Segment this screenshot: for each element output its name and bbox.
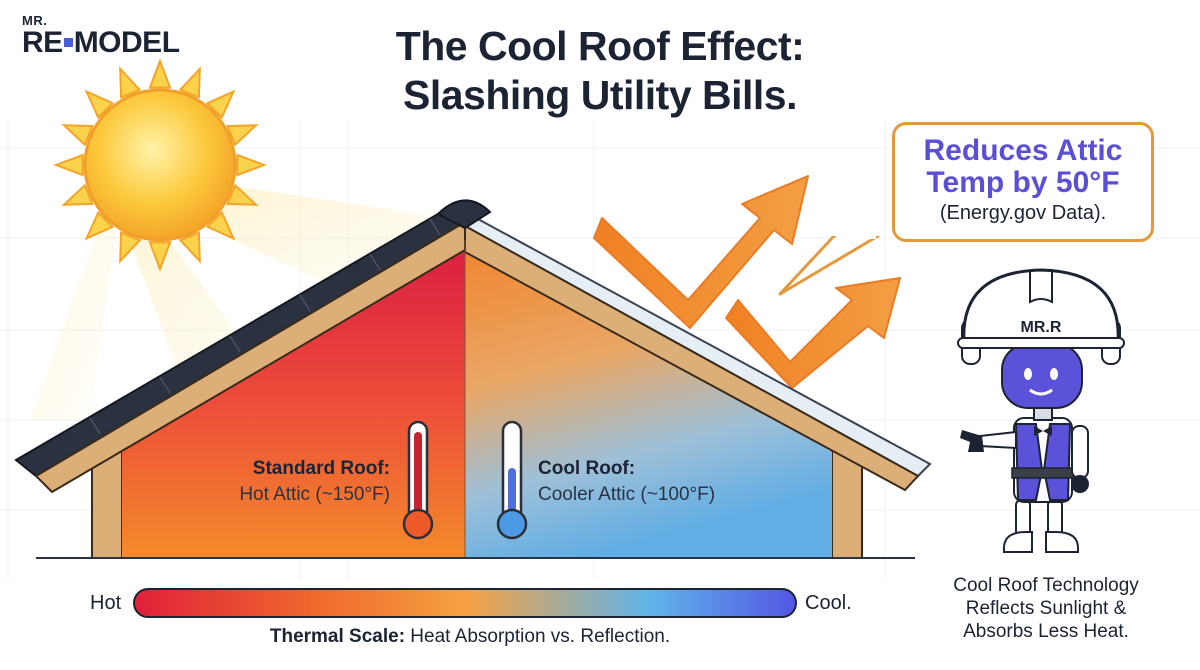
scale-cool-label: Cool. bbox=[805, 592, 852, 614]
sun-ray bbox=[178, 231, 201, 264]
sun-ray bbox=[84, 210, 115, 241]
cool-roof-label: Cool Roof: Cooler Attic (~100°F) bbox=[538, 456, 758, 507]
standard-roof-label: Standard Roof: Hot Attic (~150°F) bbox=[214, 456, 390, 507]
sun-ray bbox=[53, 153, 84, 177]
robot-mascot-icon: MR.R bbox=[957, 268, 1125, 553]
mascot-caption-line-1: Cool Roof Technology bbox=[953, 575, 1139, 596]
sun-ray bbox=[148, 58, 172, 89]
callout-line-2: Temp by 50°F bbox=[926, 166, 1120, 200]
standard-roof-title: Standard Roof: bbox=[252, 458, 390, 479]
logo-window-icon bbox=[63, 38, 73, 48]
logo-wordmark: RE MODEL bbox=[22, 28, 180, 58]
reflection-arrow-icon bbox=[593, 175, 901, 389]
scale-hot-label: Hot bbox=[90, 592, 122, 614]
mascot-caption-line-3: Absorbs Less Heat. bbox=[963, 621, 1129, 643]
sun-icon bbox=[53, 58, 267, 272]
sun-ray bbox=[226, 183, 259, 206]
roof-structure bbox=[14, 199, 932, 559]
page-title: The Cool Roof Effect: Slashing Utility B… bbox=[300, 22, 900, 120]
thermal-scale-caption: Thermal Scale: Heat Absorption vs. Refle… bbox=[0, 626, 940, 648]
sun-ray bbox=[148, 241, 172, 272]
cool-roof-title: Cool Roof: bbox=[538, 458, 636, 479]
logo-wordmark-right: MODEL bbox=[73, 26, 180, 59]
sun-ray bbox=[61, 183, 94, 206]
callout-source: (Energy.gov Data). bbox=[939, 201, 1107, 224]
thermometer-cool-icon bbox=[496, 420, 528, 540]
sun-ray bbox=[226, 124, 259, 147]
sun-ray bbox=[236, 153, 267, 177]
brand-logo: MR. RE MODEL bbox=[22, 14, 180, 58]
stat-callout: Reduces Attic Temp by 50°F (Energy.gov D… bbox=[892, 122, 1154, 242]
sun-ray bbox=[205, 89, 236, 120]
caption-rest: Heat Absorption vs. Reflection. bbox=[405, 626, 671, 647]
logo-wordmark-left: RE bbox=[22, 26, 63, 59]
cool-attic-area bbox=[465, 232, 832, 558]
thermometer-hot-icon bbox=[402, 420, 434, 540]
mascot-helmet-text: MR.R bbox=[1021, 319, 1062, 336]
hot-attic-area bbox=[122, 232, 465, 558]
standard-roof-detail: Hot Attic (~150°F) bbox=[239, 483, 390, 505]
callout-line-1: Reduces Attic bbox=[923, 134, 1123, 167]
sun-ray bbox=[119, 231, 142, 264]
mascot-caption: Cool Roof Technology Reflects Sunlight &… bbox=[920, 574, 1172, 644]
mascot-caption-line-2: Reflects Sunlight & bbox=[965, 598, 1127, 620]
title-line-2: Slashing Utility Bills. bbox=[402, 72, 798, 119]
caption-bold: Thermal Scale: bbox=[269, 626, 406, 647]
sun-ray bbox=[178, 66, 201, 99]
sun-ray bbox=[84, 89, 115, 120]
sun-ray bbox=[205, 210, 236, 241]
sun-ray bbox=[61, 124, 94, 147]
sun-ray bbox=[119, 66, 142, 99]
title-line-1: The Cool Roof Effect: bbox=[395, 23, 805, 69]
thermal-scale-bar bbox=[133, 588, 797, 618]
logo-prefix: MR. bbox=[22, 13, 48, 28]
cool-roof-detail: Cooler Attic (~100°F) bbox=[538, 483, 716, 505]
callout-pointer bbox=[778, 236, 880, 296]
